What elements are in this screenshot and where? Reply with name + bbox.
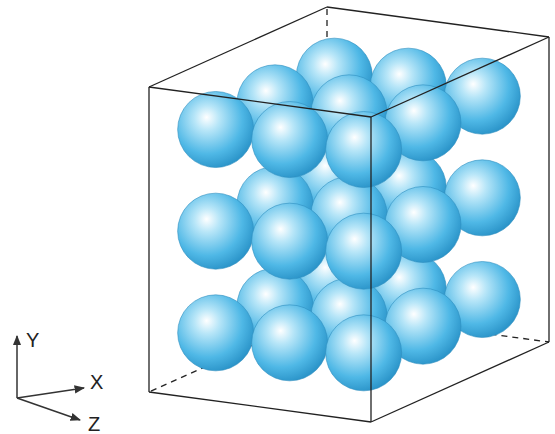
atom-sphere bbox=[252, 102, 328, 178]
sphere-group bbox=[178, 38, 521, 391]
cube-edges bbox=[149, 7, 549, 422]
atom-sphere bbox=[326, 315, 402, 391]
atom-sphere bbox=[178, 193, 254, 269]
cube-edge bbox=[327, 7, 549, 37]
atom-sphere bbox=[326, 112, 402, 188]
atom-sphere bbox=[252, 305, 328, 381]
y-axis bbox=[16, 336, 18, 398]
atom-sphere bbox=[178, 92, 254, 168]
atom-sphere bbox=[252, 203, 328, 279]
hidden-edges bbox=[149, 7, 549, 392]
cube-edge bbox=[370, 117, 371, 422]
cube-edge bbox=[148, 87, 149, 392]
axis-label: X bbox=[90, 372, 103, 392]
cube-edge bbox=[149, 87, 371, 117]
x-axis bbox=[17, 388, 84, 398]
cube-edge bbox=[548, 37, 549, 342]
cube-edge bbox=[371, 37, 549, 117]
axis-label: Y bbox=[26, 330, 39, 350]
cube-edge bbox=[149, 7, 327, 87]
cube-edge bbox=[371, 342, 549, 422]
z-axis bbox=[17, 398, 80, 420]
atom-sphere bbox=[326, 213, 402, 289]
axis-label: Z bbox=[88, 414, 100, 434]
atom-sphere bbox=[178, 295, 254, 371]
cube-edge bbox=[149, 392, 371, 422]
